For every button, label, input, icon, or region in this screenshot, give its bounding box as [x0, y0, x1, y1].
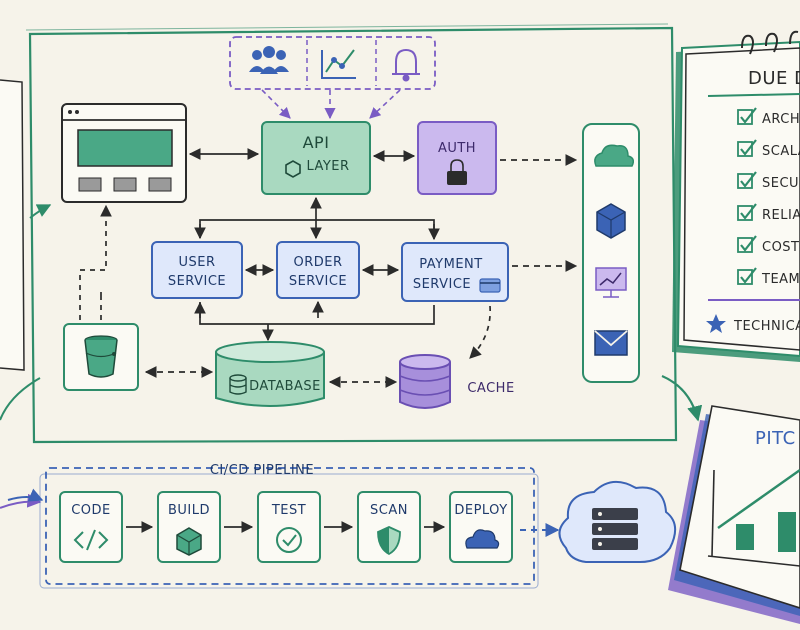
checklist-title: DUE D	[748, 68, 800, 89]
check-circle-icon	[276, 527, 302, 553]
check-mark-icon	[740, 235, 757, 252]
cache-node: CACHE	[399, 354, 514, 409]
browser-window	[61, 103, 187, 203]
cloud-icon	[465, 529, 500, 549]
shield-icon	[377, 526, 401, 556]
check-mark-icon	[740, 107, 757, 124]
code-icon	[73, 529, 109, 551]
pipeline-stage-code: CODE	[59, 491, 123, 563]
frame-to-pitch-arrow	[661, 374, 703, 422]
hexagon-icon	[285, 160, 301, 178]
checkbox-icon	[737, 173, 753, 189]
checkbox-icon	[737, 237, 753, 253]
storage-bucket-node	[63, 323, 139, 391]
checklist-item-label: TEAM &	[761, 272, 800, 287]
check-mark-icon	[740, 203, 757, 220]
pipeline-stage-label: DEPLOY	[454, 503, 507, 518]
user-service-node: USER SERVICE	[151, 241, 243, 299]
checklist-item: ARCHI	[737, 107, 800, 127]
cache-label: CACHE	[467, 381, 514, 396]
checkbox-icon	[737, 269, 753, 285]
payment-service-line2: SERVICE	[413, 277, 471, 292]
checklist-item-label: ARCHI	[762, 112, 800, 127]
pipeline-stage-deploy: DEPLOY	[449, 491, 513, 563]
auth-label: AUTH	[438, 141, 476, 156]
checkbox-icon	[737, 205, 753, 221]
api-layer-line2: LAYER	[306, 159, 349, 174]
server-stack-icon	[592, 508, 638, 550]
database-icon	[229, 374, 247, 395]
spiral-binding	[741, 30, 799, 55]
database-node: DATABASE	[215, 341, 325, 407]
user-service-line1: USER	[178, 255, 215, 270]
api-layer-node: API LAYER	[261, 121, 371, 195]
user-service-line2: SERVICE	[168, 274, 226, 289]
growth-chart-icon	[707, 468, 800, 567]
cube-icon	[596, 203, 626, 239]
pipeline-stage-test: TEST	[257, 491, 321, 563]
auth-node: AUTH	[417, 121, 497, 195]
checklist-footer: TECHNICAL	[733, 319, 800, 334]
checkbox-icon	[737, 141, 753, 157]
payment-service-node: PAYMENT SERVICE	[401, 242, 509, 302]
checkbox-icon	[737, 109, 753, 125]
star-icon	[706, 314, 726, 333]
pipeline-stages: CODE BUILD TEST SCAN DEPLOY	[59, 491, 513, 563]
checklist-item-label: COST &	[762, 240, 800, 255]
pipeline-stage-build: BUILD	[157, 491, 221, 563]
mail-icon	[594, 330, 628, 356]
credit-card-icon	[479, 278, 501, 293]
main-architecture-frame	[28, 26, 678, 444]
users-icon	[249, 46, 289, 74]
checklist-item: RELIABI	[737, 203, 800, 223]
pitch-title: PITC	[755, 428, 796, 449]
bell-icon	[392, 48, 420, 82]
database-label: DATABASE	[249, 379, 321, 394]
left-partial-page	[0, 79, 52, 509]
api-layer-line1: API	[303, 133, 330, 152]
check-mark-icon	[740, 171, 757, 188]
cloud-services-column	[582, 123, 640, 383]
checklist-item-label: SCALA	[762, 144, 800, 159]
pipeline-title: CI/CD PIPELINE	[210, 463, 314, 478]
cicd-pipeline: CI/CD PIPELINE	[7, 463, 539, 589]
pipeline-stage-label: BUILD	[168, 503, 210, 518]
cloud-icon	[594, 144, 635, 167]
check-mark-icon	[740, 267, 757, 284]
order-service-node: ORDER SERVICE	[276, 241, 360, 299]
pitch-deck-stack: PITC	[668, 405, 800, 624]
connectors	[79, 148, 578, 388]
checklist-item: TEAM &	[737, 267, 800, 287]
monitor-chart-icon	[595, 267, 627, 298]
pipeline-stage-label: CODE	[71, 503, 111, 518]
check-mark-icon	[740, 139, 757, 156]
checklist-item: COST &	[737, 235, 800, 255]
checklist-item-label: RELIABI	[762, 208, 800, 223]
top-icon-group	[229, 36, 436, 120]
pipeline-stage-label: SCAN	[370, 503, 408, 518]
payment-service-line1: PAYMENT	[419, 257, 482, 272]
line-chart-icon	[321, 49, 356, 79]
pipeline-stage-scan: SCAN	[357, 491, 421, 563]
order-service-line2: SERVICE	[289, 274, 347, 289]
checklist-item: SCALA	[737, 139, 800, 159]
pipeline-stage-label: TEST	[271, 503, 306, 518]
box-icon	[176, 527, 202, 556]
deploy-target-cloud	[520, 481, 677, 563]
bucket-icon	[84, 335, 118, 378]
order-service-line1: ORDER	[293, 255, 342, 270]
lock-icon	[447, 159, 467, 185]
